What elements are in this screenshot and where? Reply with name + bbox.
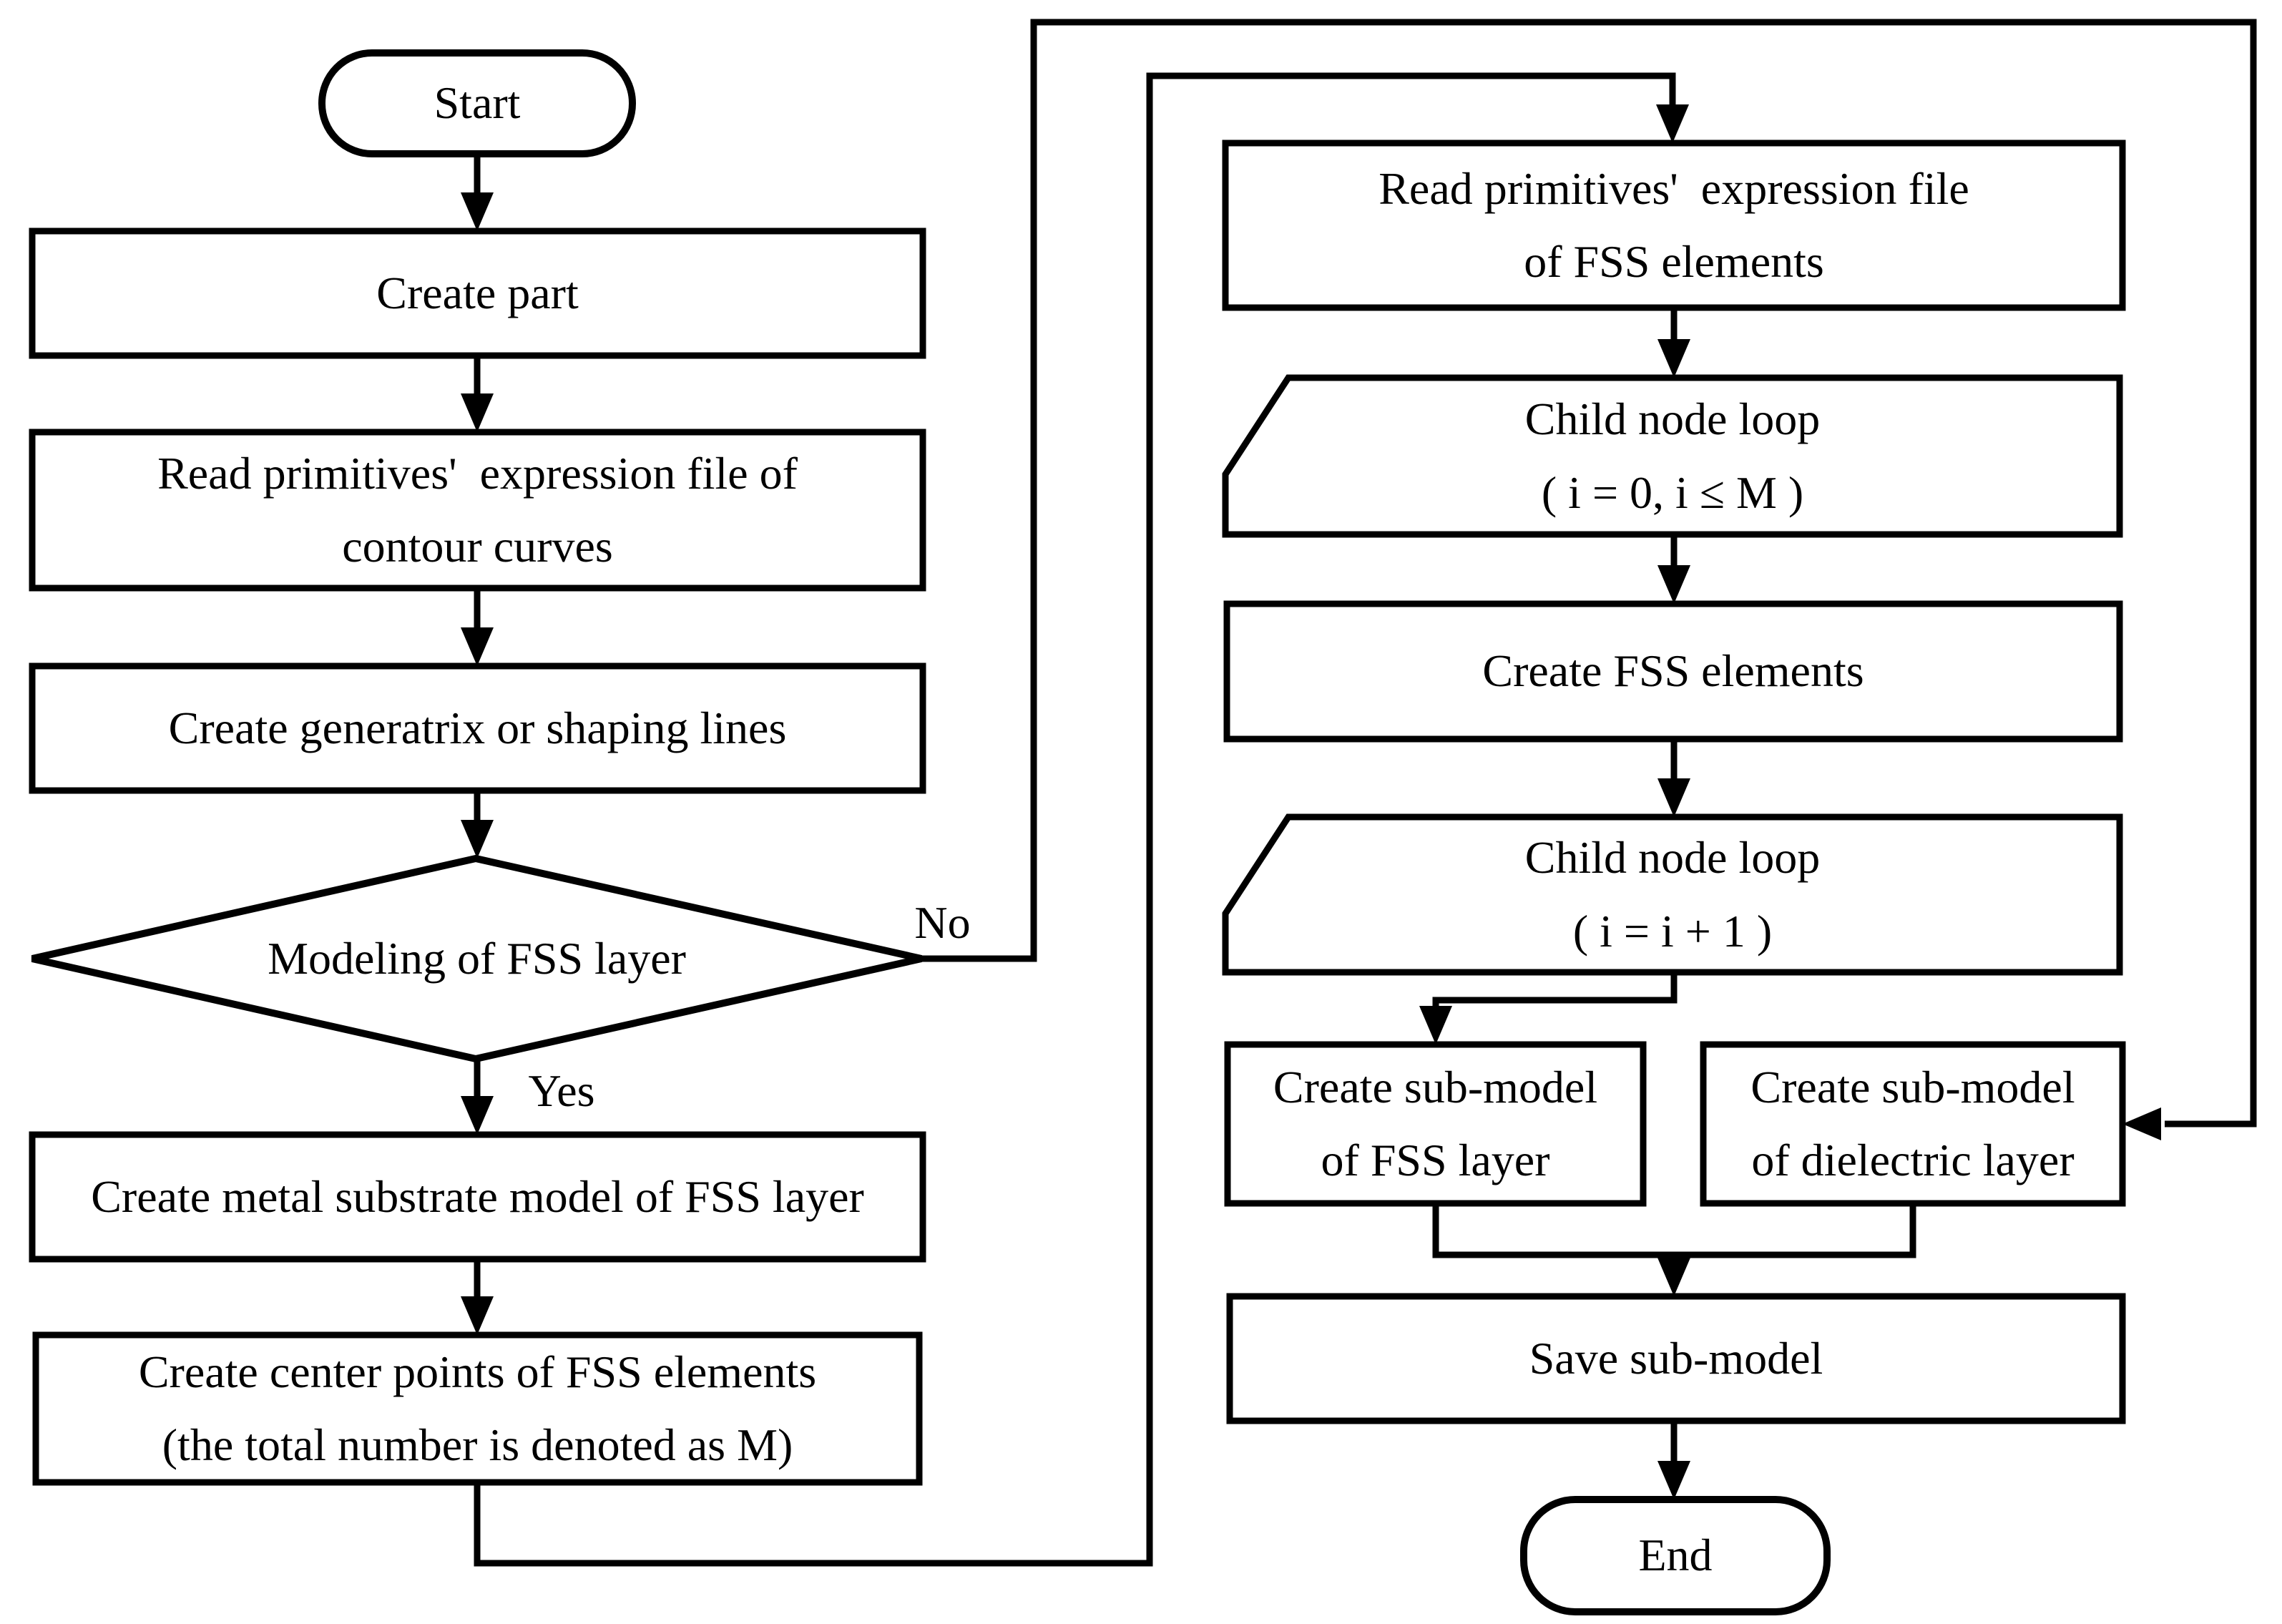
node-create-generatrix-shape (29, 662, 926, 794)
arrowheads (461, 104, 2161, 1500)
node-child-loop-2-label: Child node loop ( i = i + 1 ) (1225, 817, 2120, 972)
arrowhead-icon (461, 1296, 494, 1335)
node-start-shape (318, 49, 636, 157)
node-submodel-fss-shape (1224, 1041, 1647, 1207)
arrowhead-left-icon (2122, 1107, 2161, 1140)
node-shapes (29, 49, 2126, 1615)
arrowhead-icon (1657, 1258, 1690, 1296)
arrowhead-icon (1657, 565, 1690, 604)
node-child-loop-2-shape (1222, 813, 2123, 976)
label-line: (the total number is denoted as M) (162, 1419, 793, 1470)
label-line: Child node loop (1524, 393, 1821, 445)
edge-label-no: No (914, 896, 971, 948)
node-metal-substrate-label: Create metal substrate model of FSS laye… (32, 1135, 923, 1259)
node-decision-label: Modeling of FSS layer (32, 859, 921, 1059)
label-line: Modeling of FSS layer (268, 932, 686, 984)
node-read-fss-label: Read primitives' expression file of FSS … (1225, 143, 2122, 308)
node-submodel-fss-label: Create sub-model of FSS layer (1228, 1045, 1643, 1203)
node-end-label: End (1524, 1500, 1827, 1612)
arrowhead-icon (461, 393, 494, 432)
label-line: ( i = i + 1 ) (1572, 905, 1773, 957)
node-save-submodel-shape (1226, 1293, 2126, 1424)
node-create-fss-elements-shape (1223, 600, 2123, 743)
node-decision-shape (31, 854, 923, 1063)
node-create-part-shape (29, 228, 926, 359)
node-submodel-dielectric-label: Create sub-model of dielectric layer (1703, 1045, 2122, 1203)
arrowhead-icon (1656, 104, 1689, 143)
label-line: of dielectric layer (1751, 1135, 2075, 1185)
node-child-loop-1-label: Child node loop ( i = 0, i ≤ M ) (1225, 378, 2120, 534)
label-line: Create sub-model (1750, 1061, 2075, 1112)
label-line: Child node loop (1524, 832, 1821, 884)
arrowhead-icon (1657, 778, 1690, 817)
label-line: of FSS layer (1321, 1135, 1550, 1185)
arrowhead-icon (461, 1096, 494, 1135)
edge-loop2-submodelfss (1432, 972, 1678, 1008)
node-save-submodel-label: Save sub-model (1230, 1296, 2122, 1421)
arrowhead-icon (461, 192, 494, 231)
node-read-contour-shape (29, 429, 926, 592)
arrowhead-icon (461, 820, 494, 859)
arrowhead-icon (1657, 1461, 1690, 1500)
edge-submodels-merge (1432, 1203, 1916, 1258)
label-line: Read primitives' expression file of (157, 447, 798, 499)
node-child-loop-1-shape (1222, 374, 2123, 538)
node-read-contour-label: Read primitives' expression file of cont… (32, 432, 923, 588)
edge-decision-no-path (921, 19, 2257, 1127)
node-submodel-dielectric-shape (1700, 1041, 2126, 1207)
label-line: Save sub-model (1529, 1332, 1823, 1384)
edge-label-yes: Yes (528, 1065, 595, 1116)
label-line: Create generatrix or shaping lines (168, 702, 787, 753)
node-metal-substrate-shape (29, 1131, 926, 1263)
arrowhead-icon (1657, 339, 1690, 378)
node-create-part-label: Create part (32, 231, 923, 356)
label-line: of FSS elements (1524, 236, 1824, 287)
label-line: End (1638, 1530, 1713, 1581)
node-start-label: Start (322, 53, 632, 154)
label-line: Create part (376, 267, 579, 318)
node-read-fss-shape (1222, 140, 2126, 311)
node-center-points-shape (32, 1331, 923, 1486)
label-line: Create metal substrate model of FSS laye… (91, 1170, 864, 1222)
label-line: Start (434, 77, 521, 129)
node-end-shape (1520, 1496, 1831, 1615)
label-line: Create sub-model (1273, 1061, 1598, 1112)
edge-centerpoints-readfss-path (474, 72, 1676, 1567)
label-line: Create center points of FSS elements (138, 1346, 817, 1397)
label-line: Read primitives' expression file (1378, 162, 1969, 214)
arrowhead-icon (1419, 1006, 1452, 1045)
arrowhead-icon (461, 627, 494, 666)
node-create-fss-elements-label: Create FSS elements (1227, 604, 2120, 739)
connector-lines (474, 19, 2257, 1567)
node-center-points-label: Create center points of FSS elements (th… (36, 1335, 919, 1482)
label-line: contour curves (342, 521, 613, 572)
label-line: ( i = 0, i ≤ M ) (1541, 466, 1804, 518)
label-line: Create FSS elements (1482, 645, 1864, 697)
node-create-generatrix-label: Create generatrix or shaping lines (32, 666, 923, 791)
